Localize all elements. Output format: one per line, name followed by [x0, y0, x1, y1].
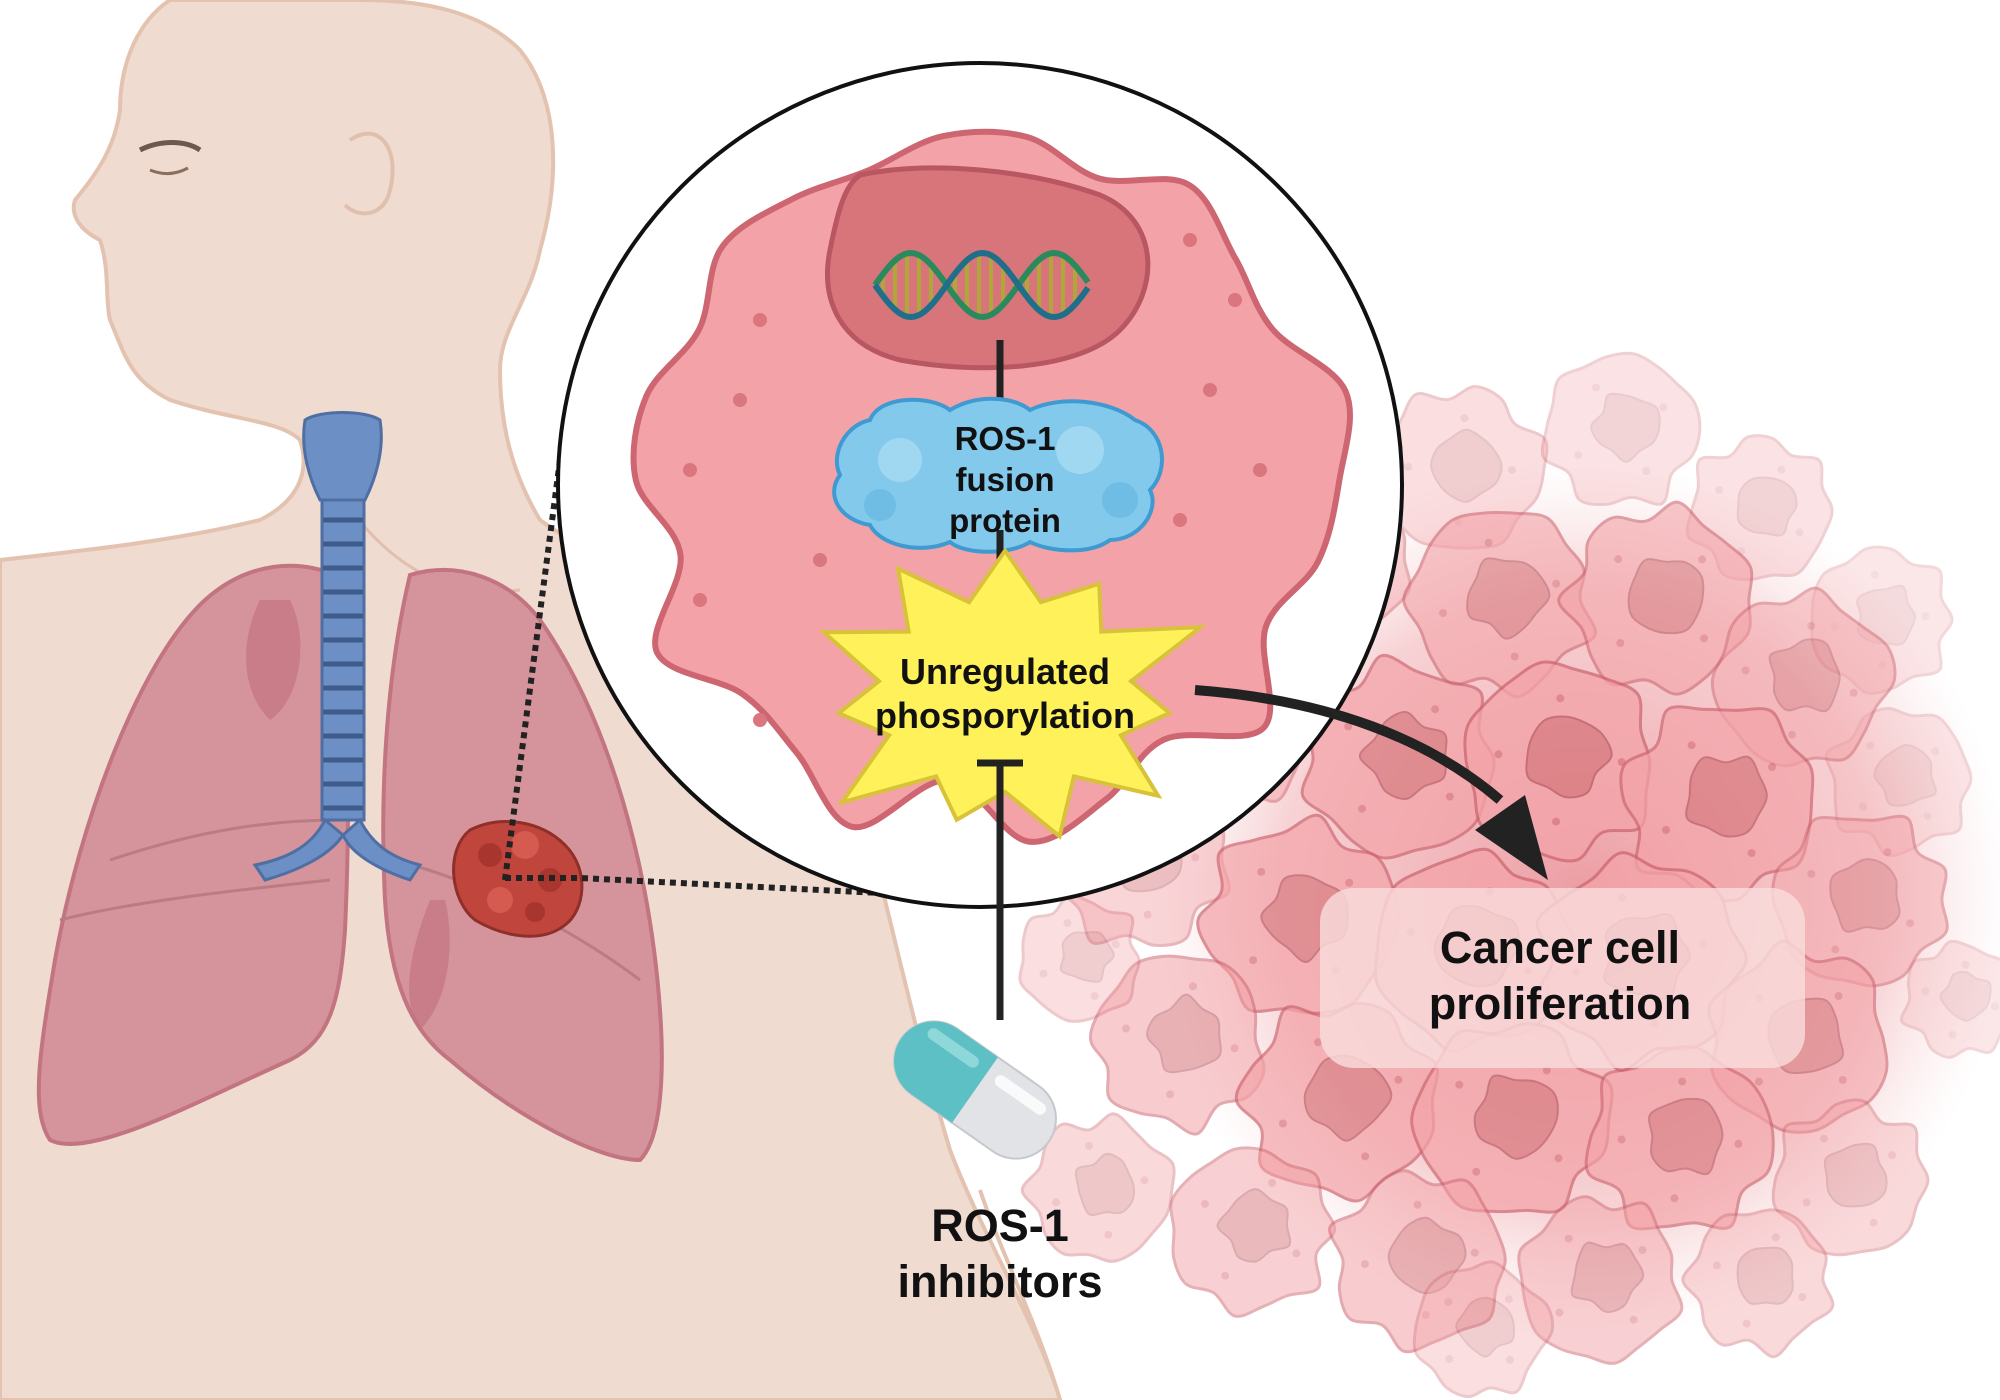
cluster-cell — [1899, 939, 2000, 1059]
cluster-cell — [1373, 385, 1549, 550]
label-unregulated-phosphorylation: Unregulated phosporylation — [875, 651, 1135, 736]
zoom-connector-lines — [502, 459, 921, 898]
cluster-cell — [1540, 351, 1702, 506]
cluster-cell — [1619, 705, 1815, 903]
magnified-cell-view — [556, 61, 1404, 909]
cluster-cell — [1412, 1260, 1555, 1399]
protein-icon — [832, 396, 1164, 554]
label-cancer-cell-proliferation: Cancer cell proliferation — [1428, 922, 1692, 1029]
cluster-cell — [1771, 814, 1949, 988]
cluster-cell — [1557, 500, 1754, 696]
label-ros1-inhibitors: ROS-1 inhibitors — [897, 1200, 1103, 1307]
cluster-cell — [1018, 893, 1141, 1023]
cluster-cell — [1020, 1112, 1176, 1263]
dna-icon — [872, 249, 1091, 321]
inhibition-line — [977, 759, 1023, 1020]
label-ros1-fusion-protein: ROS-1 fusion protein — [949, 420, 1061, 539]
arrow-to-proliferation — [1194, 685, 1548, 880]
cluster-cell — [1402, 510, 1597, 699]
trachea-icon — [252, 411, 423, 882]
proliferation-label-box — [1320, 888, 1805, 1068]
capsule-icon — [893, 1020, 1057, 1160]
cluster-cell — [1681, 1208, 1835, 1359]
cluster-cell — [1328, 1169, 1507, 1354]
nucleus-icon — [825, 165, 1151, 371]
cluster-cell — [1169, 1146, 1337, 1318]
cluster-cell — [1771, 1098, 1930, 1257]
cluster-cell — [1517, 1195, 1684, 1365]
cluster-cell — [1089, 954, 1266, 1136]
burst-icon — [818, 547, 1207, 840]
